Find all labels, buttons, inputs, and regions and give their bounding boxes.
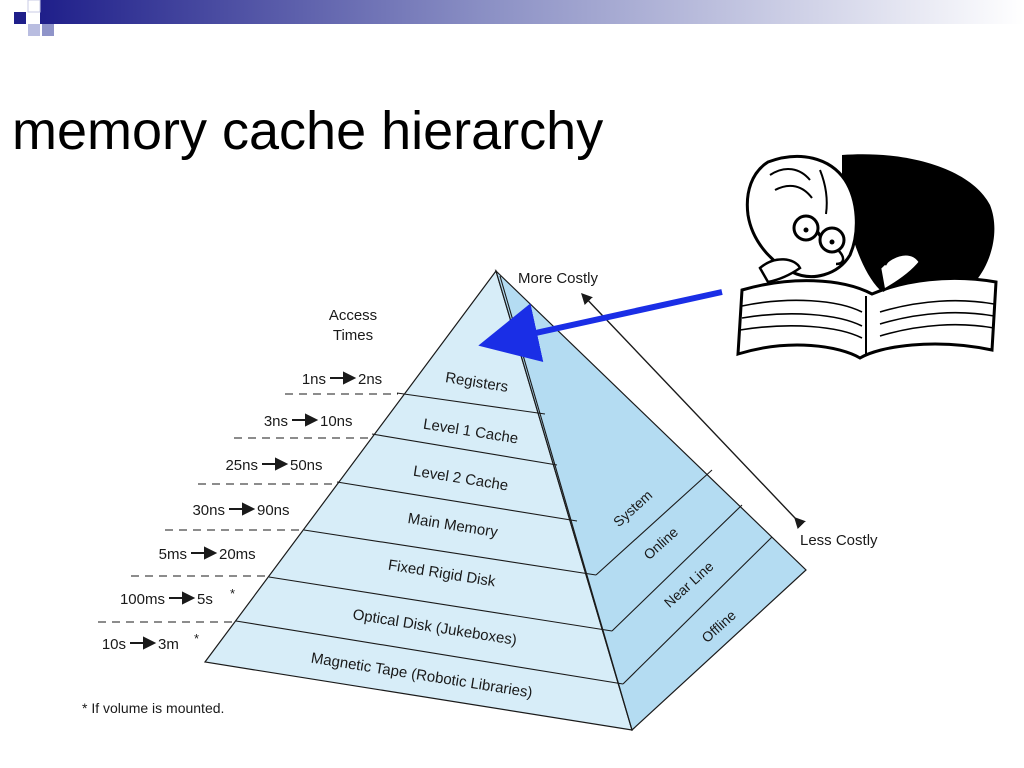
access-time-to: 2ns: [358, 371, 382, 388]
access-time-to: 90ns: [257, 502, 290, 519]
access-time-to: 5s: [197, 591, 213, 608]
access-time-from: 100ms: [120, 591, 165, 608]
access-time-rows: 1ns 2ns 3ns 10ns 25ns 50ns 30ns 90ns 5ms…: [98, 371, 398, 653]
access-times-heading-line2: Times: [333, 327, 373, 344]
cost-arrow: [581, 292, 806, 529]
less-costly-label: Less Costly: [800, 532, 878, 549]
access-time-to: 50ns: [290, 457, 323, 474]
slide-title: memory cache hierarchy: [12, 101, 604, 161]
access-time-from: 3ns: [264, 413, 288, 430]
more-costly-label: More Costly: [518, 270, 599, 287]
front-layer-dividers: [235, 392, 624, 685]
access-time-to: 10ns: [320, 413, 353, 430]
title-decoration-bar: [14, 0, 1024, 36]
access-time-to: 3m: [158, 636, 179, 653]
access-time-asterisk: *: [194, 631, 199, 646]
access-times-heading-line1: Access: [329, 307, 377, 324]
access-time-from: 30ns: [192, 502, 225, 519]
access-time-to: 20ms: [219, 546, 256, 563]
access-time-from: 5ms: [159, 546, 187, 563]
access-time-asterisk: *: [230, 586, 235, 601]
reading-professor-icon: [736, 154, 998, 360]
footnote: * If volume is mounted.: [82, 700, 225, 716]
access-time-from: 1ns: [302, 371, 326, 388]
access-time-from: 10s: [102, 636, 126, 653]
pointer-arrow: [478, 289, 723, 362]
access-time-from: 25ns: [225, 457, 258, 474]
